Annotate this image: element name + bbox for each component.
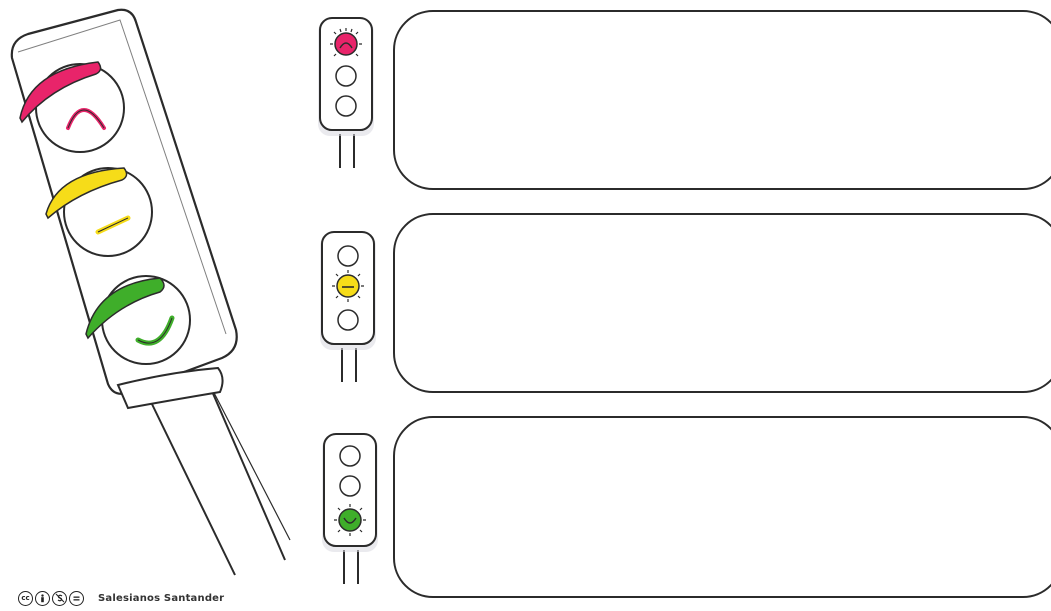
license-badge: cc [18, 590, 84, 606]
answer-box-green[interactable] [393, 416, 1051, 598]
nc-icon [52, 590, 67, 606]
big-traffic-light [10, 8, 291, 576]
credit-text: Salesianos Santander [98, 592, 225, 604]
small-traffic-light-yellow [320, 231, 376, 382]
footer: cc Salesianos Santander [18, 589, 224, 607]
cc-icon: cc [18, 590, 33, 606]
by-icon [35, 590, 50, 606]
big-yellow-lamp [45, 167, 153, 257]
nd-icon [69, 590, 84, 606]
big-green-lamp [85, 275, 191, 365]
answer-box-red[interactable] [393, 10, 1051, 190]
answer-box-yellow[interactable] [393, 213, 1051, 393]
big-red-lamp [19, 61, 125, 153]
small-traffic-light-green [322, 433, 378, 584]
small-traffic-light-red [318, 17, 374, 168]
